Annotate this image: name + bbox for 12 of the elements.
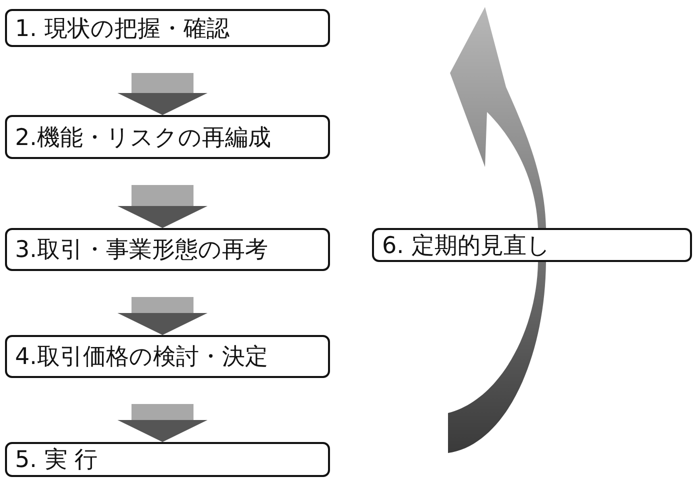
step-box [5, 115, 330, 159]
step-box [5, 9, 330, 47]
step-label: 4.取引価格の検討・決定 [15, 343, 268, 372]
step-label: 6. 定期的見直し [382, 232, 550, 260]
step-label: 3.取引・事業形態の再考 [15, 236, 268, 265]
step-label: 5. 実 行 [15, 446, 98, 475]
step-box [5, 335, 330, 378]
step-label: 2.機能・リスクの再編成 [15, 124, 271, 152]
step-box [372, 228, 692, 262]
step-box [5, 442, 330, 477]
step-label: 1. 現状の把握・確認 [15, 14, 230, 44]
step-box [5, 228, 330, 271]
